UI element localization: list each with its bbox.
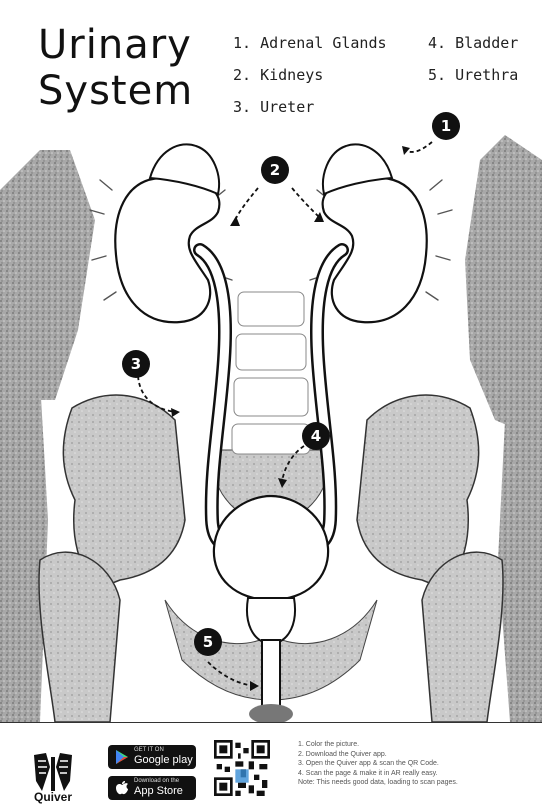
- app-store-small-label: Download on the: [134, 778, 179, 784]
- urethra: [262, 640, 280, 706]
- marker-5: 5: [194, 628, 222, 656]
- title-line-1: Urinary: [38, 22, 193, 68]
- qr-code-icon[interactable]: [214, 740, 270, 796]
- left-lower-shadow: [0, 380, 48, 722]
- marker-4-label: 4: [311, 427, 321, 445]
- left-femur: [39, 552, 120, 722]
- instruction-3: 3. Open the Quiver app & scan the QR Cod…: [298, 759, 458, 769]
- legend-item-5: 5. Urethra: [428, 66, 518, 84]
- google-play-button[interactable]: GET IT ON Google play: [108, 745, 196, 769]
- marker-1-label: 1: [441, 117, 451, 135]
- title-line-2: System: [38, 68, 193, 114]
- right-body-shadow: [465, 135, 542, 440]
- marker-2: 2: [261, 156, 289, 184]
- instruction-2: 2. Download the Quiver app.: [298, 750, 458, 760]
- legend-item-4: 4. Bladder: [428, 34, 518, 52]
- marker-3: 3: [122, 350, 150, 378]
- quiver-brand: Quiver: [28, 790, 78, 804]
- spine: [232, 292, 310, 454]
- marker-4: 4: [302, 422, 330, 450]
- right-lower-shadow: [498, 420, 542, 722]
- instruction-1: 1. Color the picture.: [298, 740, 458, 750]
- right-femur: [422, 552, 503, 722]
- marker-5-label: 5: [203, 633, 213, 651]
- instruction-4: 4. Scan the page & make it in AR really …: [298, 769, 458, 779]
- page-title: Urinary System: [38, 22, 193, 114]
- legend-item-1: 1. Adrenal Glands: [233, 34, 387, 52]
- google-play-label: Google play: [134, 754, 193, 766]
- urethra-base-shadow: [249, 704, 293, 722]
- marker-3-label: 3: [131, 355, 141, 373]
- marker-1: 1: [432, 112, 460, 140]
- legend-item-2: 2. Kidneys: [233, 66, 323, 84]
- legend-item-3: 3. Ureter: [233, 98, 314, 116]
- instructions: 1. Color the picture. 2. Download the Qu…: [298, 740, 458, 788]
- bladder-neck: [247, 598, 295, 644]
- instruction-note: Note: This needs good data, loading to s…: [298, 778, 458, 788]
- footer-bar: [0, 722, 542, 807]
- app-store-label: App Store: [134, 785, 183, 797]
- google-play-small-label: GET IT ON: [134, 747, 164, 753]
- bladder: [214, 496, 328, 600]
- google-play-icon: [114, 749, 130, 765]
- left-body-shadow: [0, 150, 95, 400]
- marker-2-label: 2: [270, 161, 280, 179]
- app-store-button[interactable]: Download on the App Store: [108, 776, 196, 800]
- apple-icon: [114, 780, 130, 796]
